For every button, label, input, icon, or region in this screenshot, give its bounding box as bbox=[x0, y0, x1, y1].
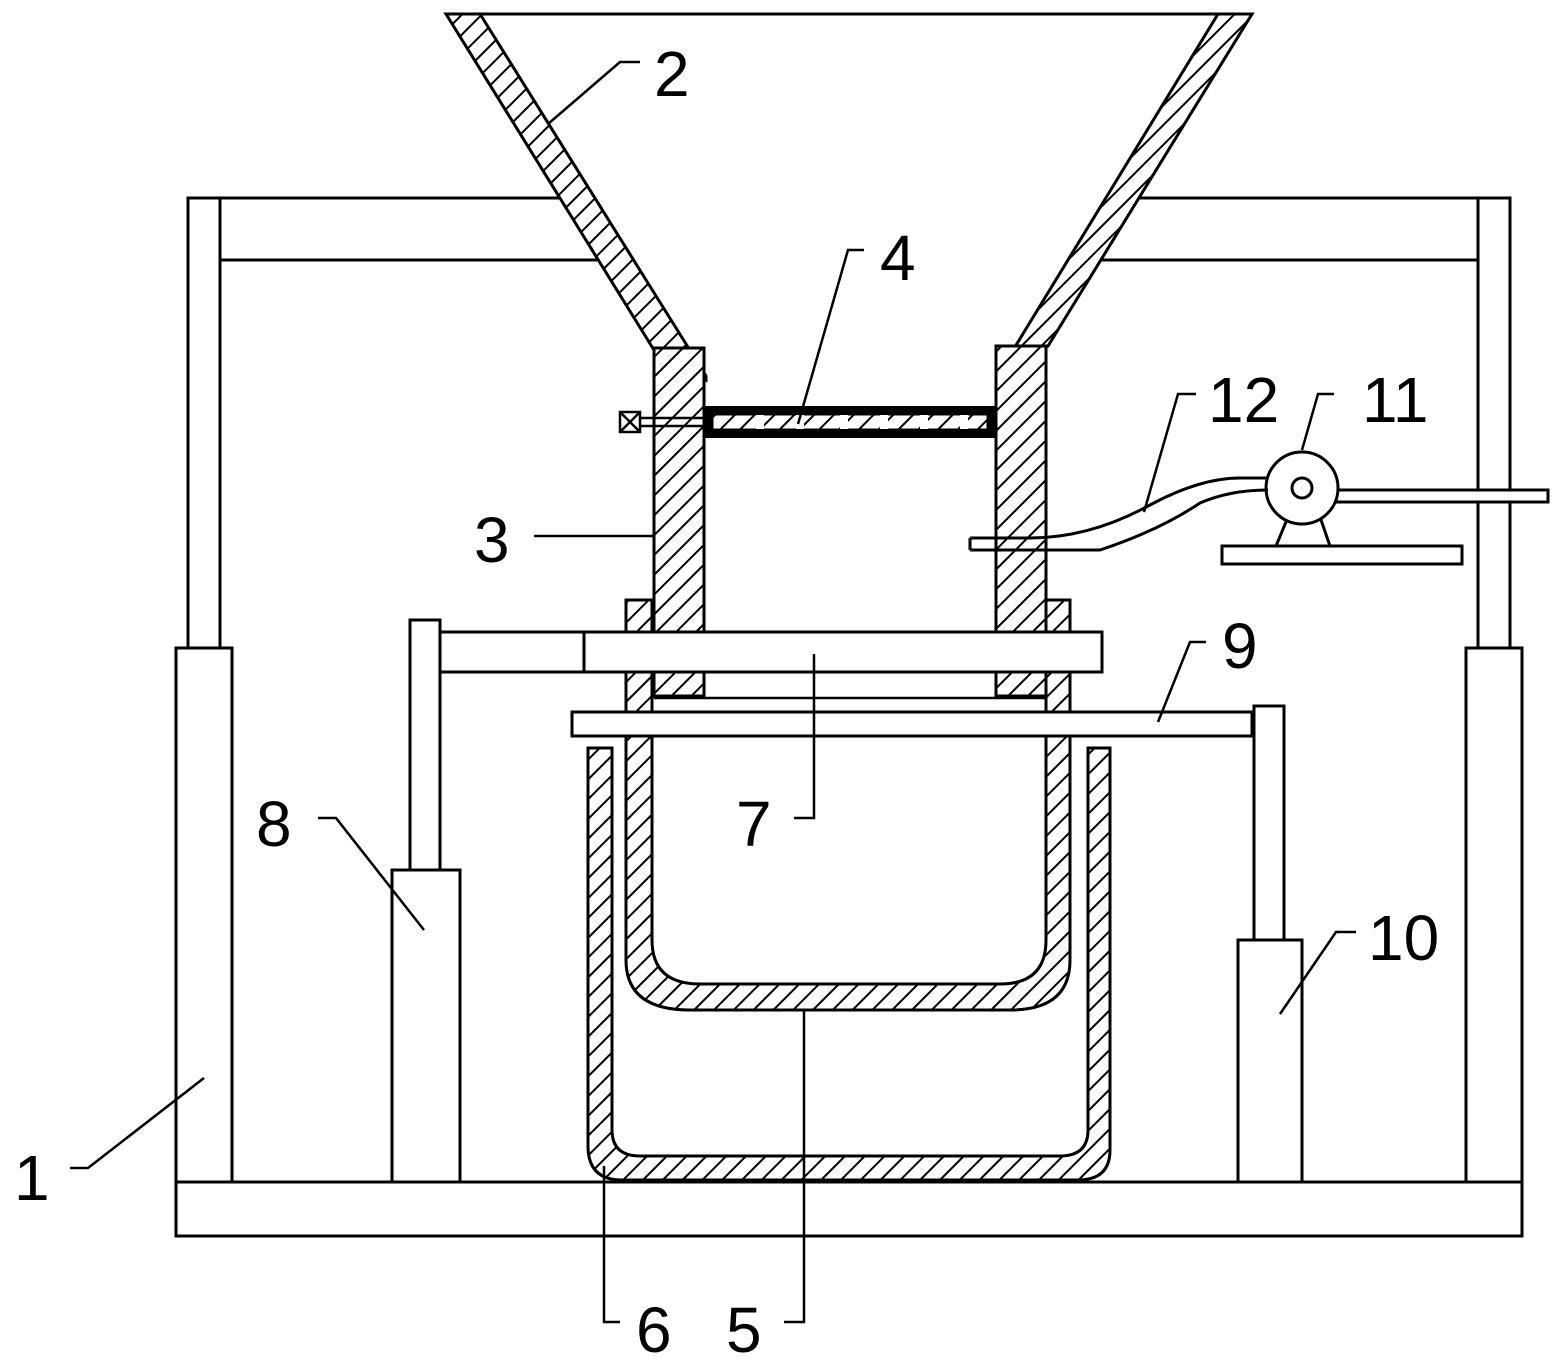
label-9: 9 bbox=[1222, 610, 1258, 682]
label-3: 3 bbox=[474, 504, 510, 576]
hopper bbox=[443, 12, 1255, 383]
inner-container bbox=[624, 598, 1072, 1012]
base-plate bbox=[174, 1180, 1524, 1238]
part-labels: 1 2 3 4 5 6 7 8 9 10 12 11 bbox=[14, 38, 1439, 1366]
lifting-plates bbox=[570, 630, 1254, 738]
pump-hub bbox=[1290, 476, 1314, 500]
outer-container bbox=[586, 746, 1112, 1182]
pump-base bbox=[1220, 544, 1464, 566]
label-6: 6 bbox=[636, 1294, 672, 1366]
upper-lift-plate bbox=[582, 630, 1104, 674]
outlet-pipe bbox=[1328, 488, 1550, 504]
label-12: 12 bbox=[1208, 364, 1279, 436]
lower-lift-plate bbox=[570, 710, 1254, 738]
label-2: 2 bbox=[654, 38, 690, 110]
feed-tube-right-wall bbox=[994, 344, 1048, 634]
right-frame-column bbox=[1464, 646, 1524, 1184]
label-5: 5 bbox=[726, 1294, 762, 1366]
label-7: 7 bbox=[736, 788, 772, 860]
right-cylinder-body bbox=[1236, 938, 1304, 1184]
label-1: 1 bbox=[14, 1142, 50, 1214]
feed-tube-left-lower bbox=[652, 670, 706, 698]
left-cylinder-arm bbox=[438, 630, 586, 674]
label-11: 11 bbox=[1362, 364, 1428, 436]
left-upright bbox=[186, 196, 222, 650]
feed-tube-left-wall bbox=[652, 346, 706, 634]
label-4: 4 bbox=[880, 222, 916, 294]
feed-tube bbox=[652, 344, 1048, 698]
inner-container-wall bbox=[624, 598, 1072, 1012]
valve-plate-core bbox=[710, 412, 990, 432]
feed-tube-right-lower bbox=[994, 670, 1048, 698]
right-upright bbox=[1476, 196, 1512, 650]
outer-container-wall bbox=[586, 746, 1112, 1182]
left-cylinder-body bbox=[390, 868, 462, 1184]
hopper-right-wall bbox=[994, 12, 1255, 380]
suction-hose-lower bbox=[970, 488, 1269, 552]
leader-lines bbox=[70, 60, 1356, 1324]
left-lift-cylinder bbox=[390, 618, 586, 1184]
left-cylinder-rod bbox=[408, 618, 442, 872]
label-10: 10 bbox=[1368, 902, 1439, 974]
valve-gate bbox=[618, 406, 996, 438]
left-frame-column bbox=[174, 646, 234, 1184]
pump-assembly bbox=[968, 450, 1550, 566]
label-8: 8 bbox=[256, 788, 292, 860]
suction-hose-upper bbox=[970, 476, 1268, 540]
right-cylinder-rod bbox=[1252, 704, 1286, 942]
valve-plate-holes bbox=[756, 415, 968, 429]
valve-handle bbox=[618, 410, 642, 434]
right-lift-cylinder bbox=[1236, 704, 1304, 1184]
